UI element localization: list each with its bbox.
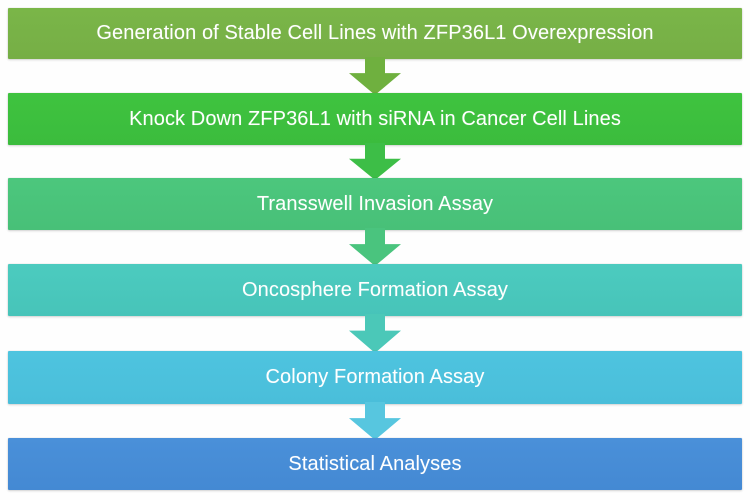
flow-step-4-label: Oncosphere Formation Assay bbox=[241, 278, 509, 301]
flow-step-1[interactable]: Generation of Stable Cell Lines with ZFP… bbox=[8, 8, 742, 59]
flow-connector-5 bbox=[349, 402, 401, 440]
flow-step-6[interactable]: Statistical Analyses bbox=[8, 438, 742, 490]
flow-step-2-label: Knock Down ZFP36L1 with siRNA in Cancer … bbox=[129, 107, 621, 130]
flow-step-2[interactable]: Knock Down ZFP36L1 with siRNA in Cancer … bbox=[8, 93, 742, 145]
flow-connector-4 bbox=[349, 314, 401, 353]
flow-step-4[interactable]: Oncosphere Formation Assay bbox=[8, 264, 742, 316]
down-arrow-icon bbox=[349, 57, 401, 95]
flow-step-5[interactable]: Colony Formation Assay bbox=[8, 351, 742, 404]
down-arrow-icon bbox=[349, 228, 401, 266]
flow-connector-3 bbox=[349, 228, 401, 266]
down-arrow-icon bbox=[349, 314, 401, 353]
flow-step-3-label: Transswell Invasion Assay bbox=[256, 192, 494, 215]
flow-connector-2 bbox=[349, 143, 401, 180]
flow-step-1-label: Generation of Stable Cell Lines with ZFP… bbox=[96, 22, 654, 44]
flow-connector-1 bbox=[349, 57, 401, 95]
flow-step-5-label: Colony Formation Assay bbox=[265, 366, 485, 388]
flow-step-6-label: Statistical Analyses bbox=[288, 452, 462, 475]
down-arrow-icon bbox=[349, 402, 401, 440]
down-arrow-icon bbox=[349, 143, 401, 180]
flow-step-3[interactable]: Transswell Invasion Assay bbox=[8, 178, 742, 230]
